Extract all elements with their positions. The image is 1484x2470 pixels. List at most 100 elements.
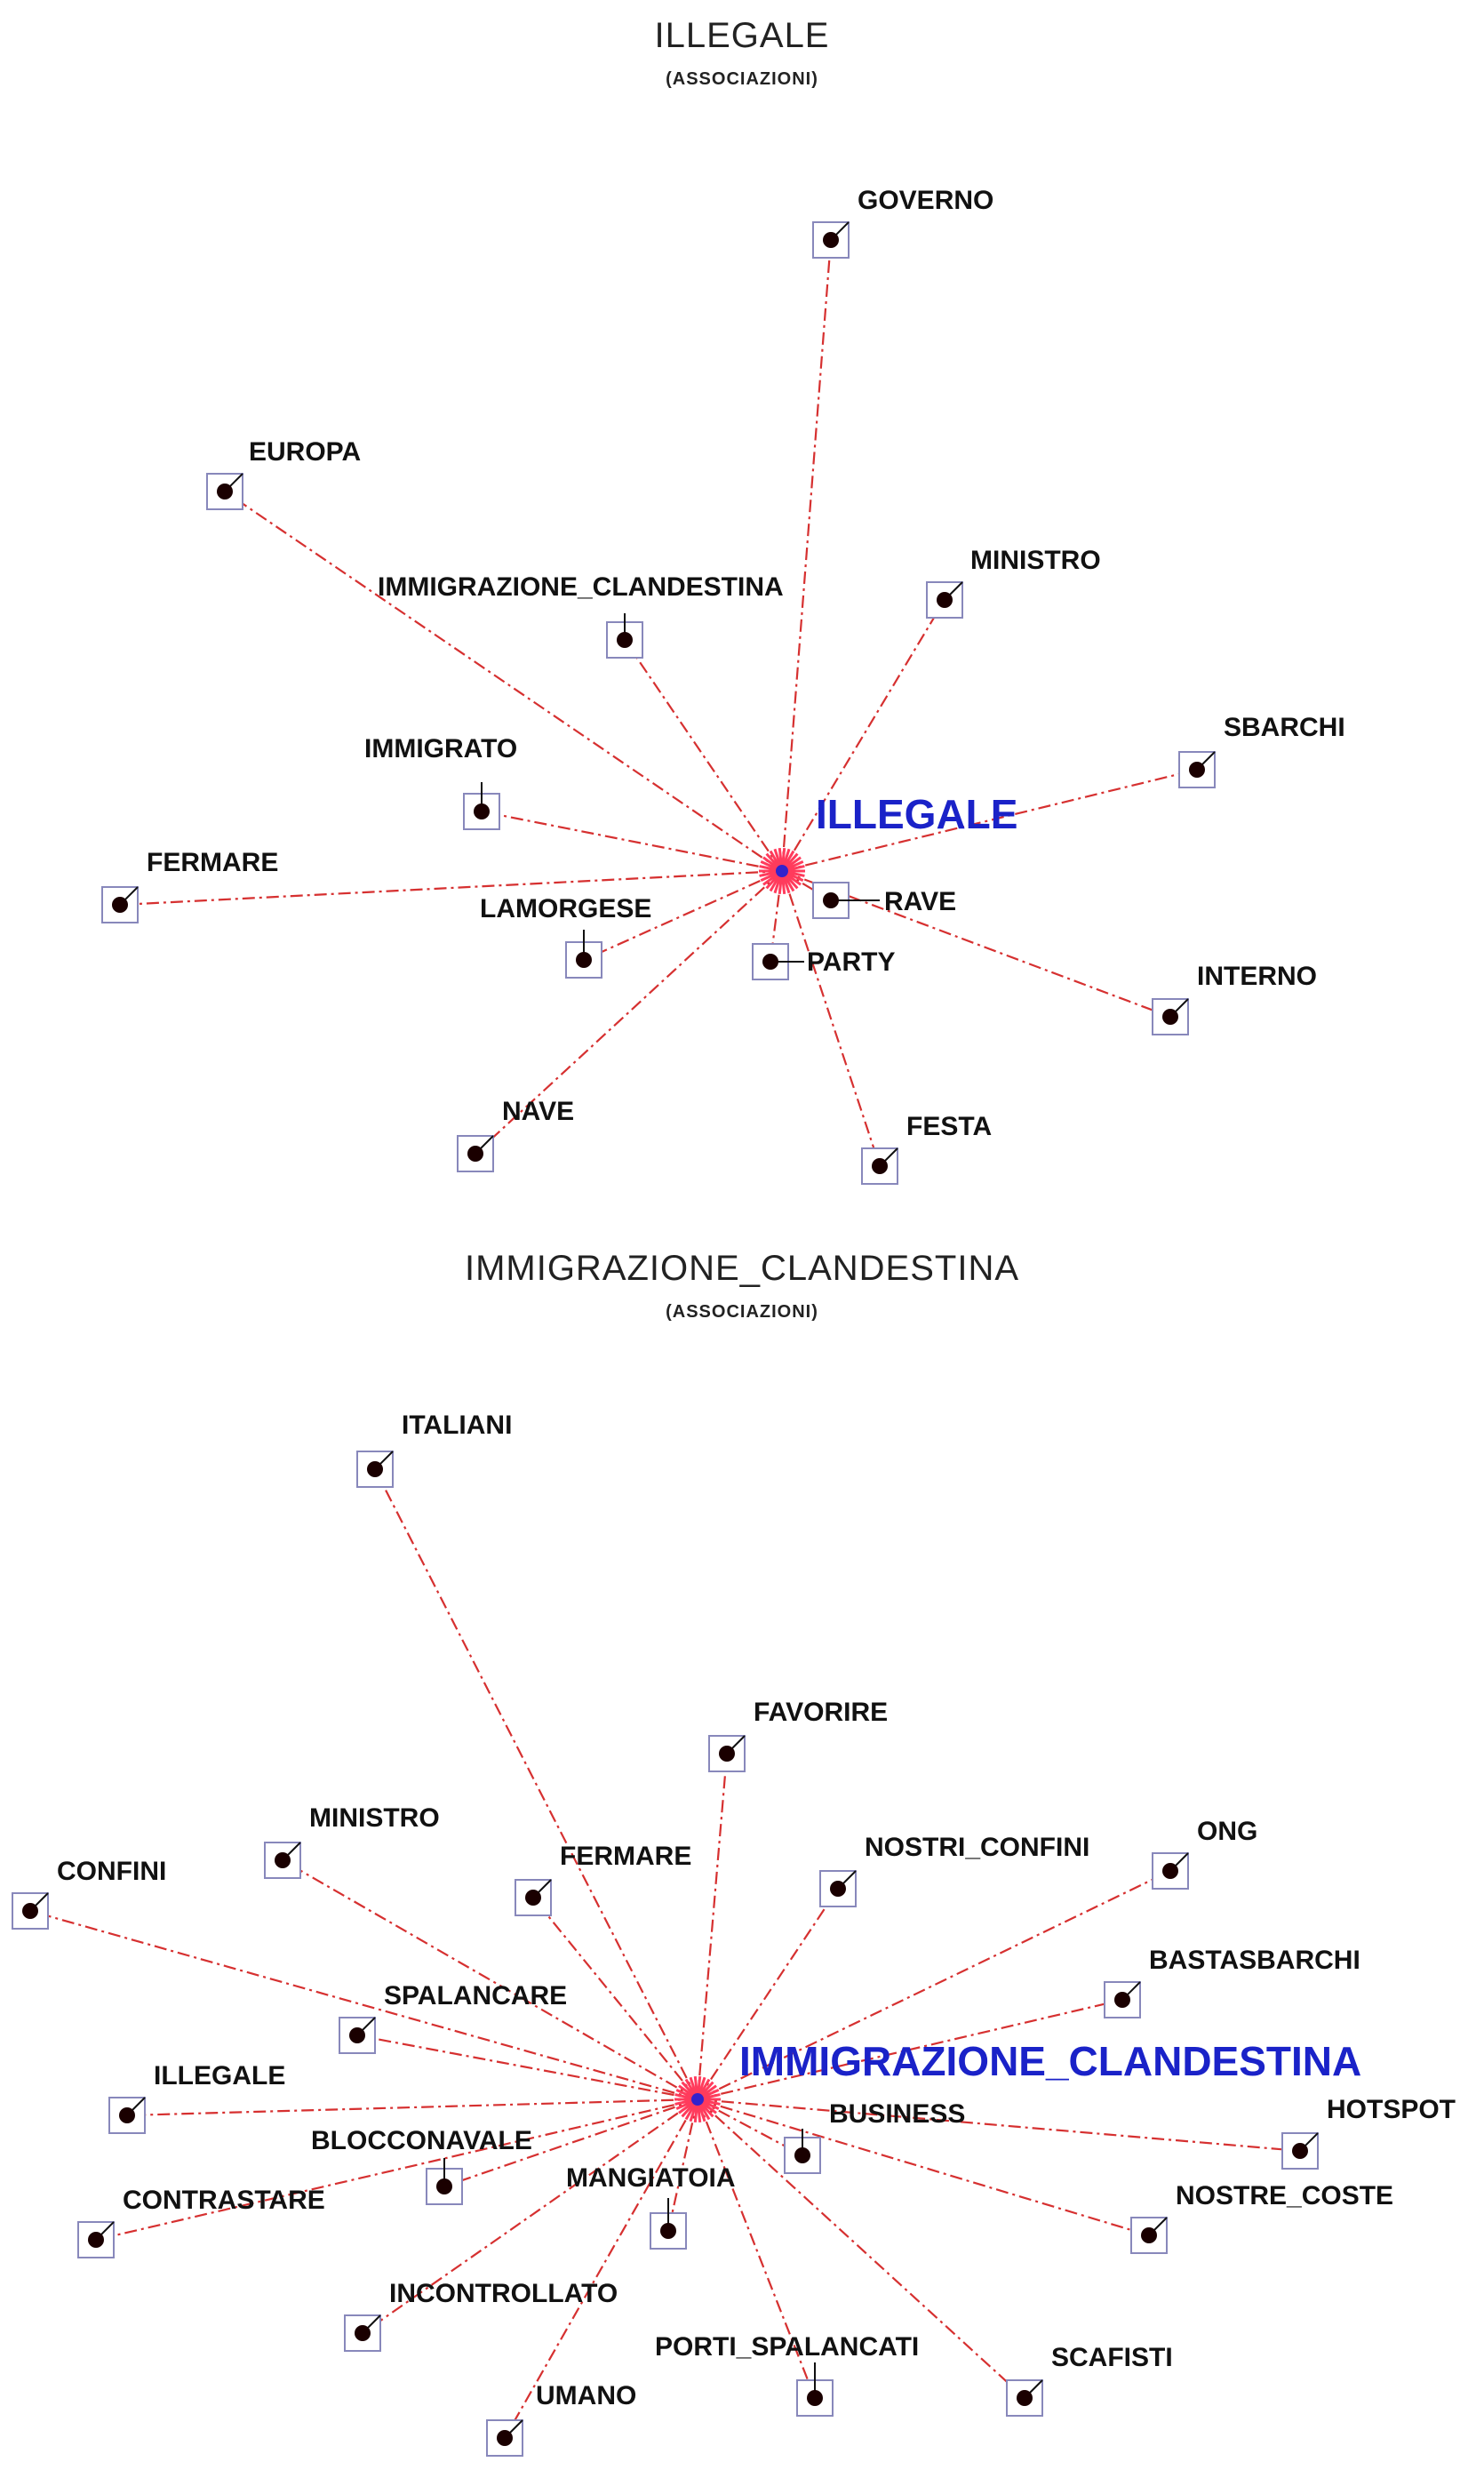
node: SBARCHI [1178,713,1345,788]
association-edge [374,1468,698,2100]
node-dot [497,2430,513,2446]
node-dot [719,1746,735,1762]
association-edge [780,239,833,872]
node-dot [660,2223,676,2239]
node: FERMARE [515,1842,691,1916]
node-label: MINISTRO [309,1803,440,1833]
association-edge [475,870,783,1155]
node: NOSTRE_COSTE [1130,2181,1393,2254]
association-edge [696,2098,817,2399]
node: SCAFISTI [1006,2343,1173,2417]
node-dot [112,897,128,913]
edges [119,239,1198,1167]
node-dot [22,1903,38,1919]
center-dot [776,865,788,877]
node-label: NAVE [502,1097,574,1126]
node-label: CONTRASTARE [123,2186,325,2215]
diagram-subtitle: (ASSOCIAZIONI) [666,1302,818,1322]
node-label: RAVE [884,887,956,916]
node: INCONTROLLATO [344,2279,618,2352]
association-edge [697,1870,1171,2100]
node-label: FERMARE [147,848,278,877]
association-edge [697,1998,1123,2101]
network-diagram-immigrazione-clandestina: IMMIGRAZIONE_CLANDESTINA (ASSOCIAZIONI) … [0,1218,1484,2470]
association-edge [224,491,783,872]
association-edge [780,870,882,1167]
association-edge [356,2034,698,2101]
node-label: FERMARE [560,1842,691,1871]
node-label: ITALIANI [402,1411,512,1440]
node-label: BLOCCONAVALE [311,2126,532,2155]
node-label: HOTSPOT [1327,2095,1456,2124]
node-dot [367,1461,383,1477]
diagram-title: ILLEGALE [654,16,830,55]
node-dot [1162,1863,1178,1879]
diagram-title: IMMIGRAZIONE_CLANDESTINA [464,1249,1020,1288]
node: FERMARE [101,848,278,923]
network-graph: GOVERNOEUROPAMINISTROIMMIGRAZIONE_CLANDE… [101,186,1345,1185]
node-dot [275,1852,291,1868]
node-dot [1292,2143,1308,2159]
node: SPALANCARE [339,1981,567,2054]
node-label: NOSTRE_COSTE [1176,2181,1393,2210]
node-label: MINISTRO [970,546,1101,575]
node: BUSINESS [784,2099,965,2174]
node-dot [823,892,839,908]
association-edge [504,2098,698,2439]
node-label: BUSINESS [829,2099,965,2129]
node-dot [1141,2227,1157,2243]
node-dot [349,2027,365,2043]
node: RAVE [812,882,956,919]
node-label: NOSTRI_CONFINI [865,1833,1089,1862]
node-label: INCONTROLLATO [389,2279,618,2308]
node-box [426,2168,463,2205]
node: BASTASBARCHI [1104,1946,1360,2018]
node-dot [88,2232,104,2248]
node-dot [217,484,233,500]
node-label: PARTY [807,947,895,977]
node-label: SBARCHI [1224,713,1345,742]
node-dot [937,592,953,608]
node-label: MANGIATOIA [566,2163,736,2193]
node-label: IMMIGRAZIONE_CLANDESTINA [378,572,784,602]
node-label: ILLEGALE [154,2061,285,2090]
node-label: IMMIGRATO [364,734,517,763]
node-dot [807,2390,823,2406]
node-label: SCAFISTI [1051,2343,1173,2372]
association-edge [443,2098,698,2188]
node: PORTI_SPALANCATI [655,2332,919,2417]
association-edge [696,1753,729,2100]
node: MINISTRO [264,1803,440,1879]
node-dot [1017,2390,1033,2406]
node-label: CONFINI [57,1857,166,1886]
node: ITALIANI [356,1411,512,1488]
network-graph: ITALIANI FAVORIRE MINISTRO FERMARE NOSTRI_CO… [12,1411,1456,2457]
center-label: ILLEGALE [816,791,1017,837]
center-dot [691,2093,704,2106]
node-dot [1114,1992,1130,2008]
node-dot [1162,1009,1178,1025]
center-node: ILLEGALE [759,791,1017,895]
node-label: LAMORGESE [480,894,651,923]
association-edge [781,869,1171,1019]
node-label: PORTI_SPALANCATI [655,2332,919,2362]
center-node: IMMIGRAZIONE_CLANDESTINA [674,2038,1361,2123]
node: NAVE [457,1097,574,1172]
nodes: ITALIANI FAVORIRE MINISTRO FERMARE NOSTRI_CO… [12,1411,1456,2457]
node-label: ONG [1197,1817,1257,1846]
node: FAVORIRE [708,1698,888,1772]
node: ONG [1152,1817,1257,1890]
node: LAMORGESE [480,894,651,979]
node: INTERNO [1152,962,1317,1035]
node-label: SPALANCARE [384,1981,567,2010]
node-dot [525,1890,541,1906]
association-edge [697,2098,1025,2399]
node-dot [830,1881,846,1897]
node-label: INTERNO [1197,962,1317,991]
node: PARTY [752,943,895,980]
association-edge [95,2098,698,2242]
node-label: FESTA [906,1112,992,1141]
node-dot [355,2325,371,2341]
node: IMMIGRATO [364,734,517,830]
